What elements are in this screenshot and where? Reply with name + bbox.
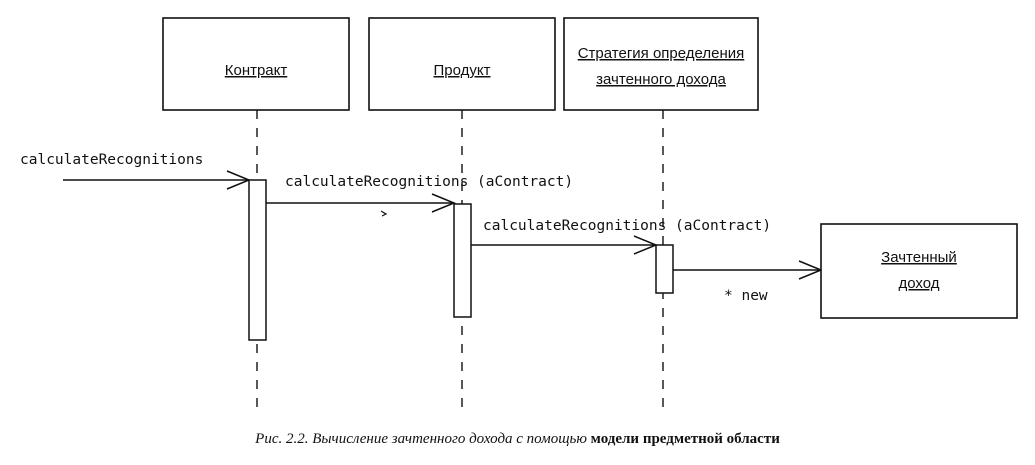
figure-caption: Рис. 2.2. Вычисление зачтенного дохода с… xyxy=(0,431,1035,448)
caption-italic-part: Рис. 2.2. Вычисление зачтенного дохода с… xyxy=(255,431,591,447)
message-label-3: calculateRecognitions (aContract) xyxy=(483,218,771,234)
caption-bold-part: модели предметной области xyxy=(590,431,780,447)
arrowhead-3 xyxy=(633,235,658,255)
message-label-1: calculateRecognitions xyxy=(20,152,203,168)
message-label-4: * new xyxy=(724,288,768,304)
object-label-product: Продукт xyxy=(434,62,491,79)
object-box-strategy xyxy=(563,17,759,111)
object-box-contract xyxy=(162,17,350,111)
object-box-product xyxy=(368,17,556,111)
message-label-2: calculateRecognitions (aContract) xyxy=(285,174,573,190)
activation-bar-strategy xyxy=(655,244,674,294)
object-label-contract: Контракт xyxy=(225,62,288,79)
object-label-strategy-line2: зачтенного дохода xyxy=(596,71,726,88)
activation-bar-contract xyxy=(248,179,267,341)
object-label-recognition-line1: Зачтенный xyxy=(881,249,957,266)
activation-bar-product xyxy=(453,203,472,318)
object-box-recognition xyxy=(820,223,1018,319)
object-label-strategy-line1: Стратегия определения xyxy=(578,45,745,62)
arrowhead-1 xyxy=(226,170,251,190)
stray-mark xyxy=(380,210,388,217)
object-label-recognition-line2: доход xyxy=(898,275,939,292)
arrowhead-2 xyxy=(431,193,456,213)
